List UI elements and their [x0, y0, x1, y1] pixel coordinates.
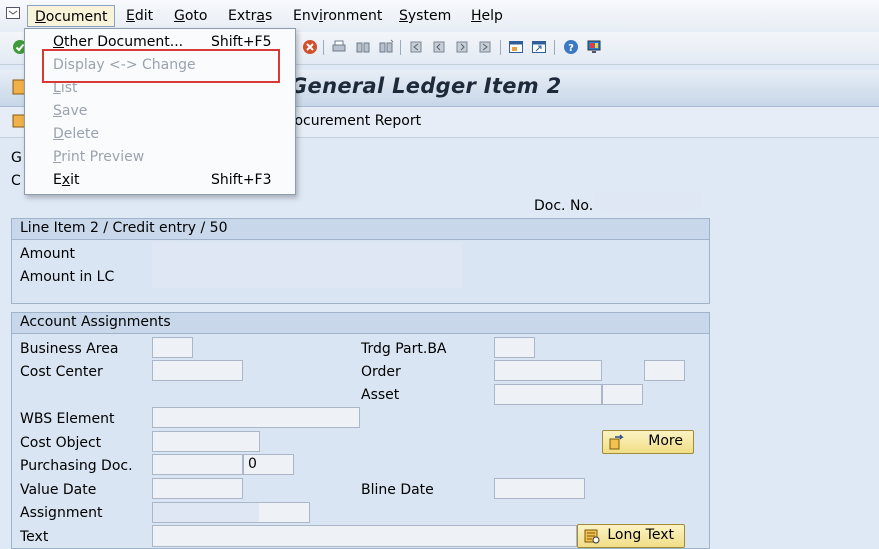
page-title: General Ledger Item 2 — [290, 74, 562, 98]
amount-field[interactable] — [152, 242, 462, 288]
menu-item-display-change[interactable]: Display <-> Change — [53, 57, 196, 73]
find-icon[interactable] — [355, 39, 371, 55]
help-icon[interactable]: ? — [563, 39, 579, 55]
menu-goto[interactable]: Goto — [174, 8, 208, 24]
more-icon — [609, 434, 624, 450]
menu-item-save[interactable]: Save — [53, 103, 88, 119]
menu-help[interactable]: Help — [471, 8, 503, 24]
menu-item-print-preview[interactable]: Print Preview — [53, 149, 145, 165]
order-field[interactable] — [494, 360, 602, 381]
shortcut-exit: Shift+F3 — [211, 172, 272, 188]
doc-no-field[interactable] — [594, 193, 702, 214]
menu-extras[interactable]: Extras — [228, 8, 273, 24]
previous-page-icon[interactable] — [431, 39, 447, 55]
amount-label: Amount — [20, 246, 76, 262]
menu-environment[interactable]: Environment — [293, 8, 383, 24]
value-date-label: Value Date — [20, 482, 97, 498]
menu-document[interactable]: Document — [27, 5, 115, 27]
header-label-g: G — [11, 150, 22, 166]
system-menu-icon[interactable] — [6, 7, 20, 19]
assignment-label: Assignment — [20, 505, 103, 521]
amount-lc-label: Amount in LC — [20, 269, 115, 285]
menu-item-delete[interactable]: Delete — [53, 126, 99, 142]
asset-subnumber-field[interactable] — [602, 384, 643, 405]
next-page-icon[interactable] — [454, 39, 470, 55]
asset-field[interactable] — [494, 384, 602, 405]
cost-object-label: Cost Object — [20, 435, 102, 451]
trdg-part-ba-field[interactable] — [494, 337, 535, 358]
account-assignments-title: Account Assignments — [20, 314, 171, 330]
cost-center-field[interactable] — [152, 360, 243, 381]
more-button[interactable]: More — [602, 430, 694, 454]
purchasing-doc-label: Purchasing Doc. — [20, 458, 133, 474]
account-assignments-group: Account Assignments Business Area Cost C… — [11, 312, 710, 549]
menu-bar: Document Edit Goto Extras Environment Sy… — [0, 0, 879, 33]
more-button-label: More — [648, 433, 683, 449]
header-label-c: C — [11, 173, 21, 189]
menu-system[interactable]: System — [399, 8, 452, 24]
business-area-label: Business Area — [20, 341, 119, 357]
purchasing-item-field[interactable]: 0 — [243, 454, 294, 475]
line-item-group: Line Item 2 / Credit entry / 50 Amount A… — [11, 218, 710, 304]
asset-label: Asset — [361, 387, 400, 403]
menu-item-other-document[interactable]: Other Document... — [53, 34, 184, 50]
menu-edit[interactable]: Edit — [126, 8, 154, 24]
order-extra-field[interactable] — [644, 360, 685, 381]
line-item-title: Line Item 2 / Credit entry / 50 — [20, 220, 228, 236]
doc-no-label: Doc. No. — [534, 198, 594, 214]
wbs-element-label: WBS Element — [20, 411, 115, 427]
value-date-field[interactable] — [152, 478, 243, 499]
svg-text:?: ? — [568, 43, 574, 54]
create-session-icon[interactable] — [508, 39, 524, 55]
print-icon[interactable] — [331, 39, 347, 55]
long-text-icon — [584, 529, 600, 544]
wbs-element-field[interactable] — [152, 407, 360, 428]
menu-item-exit[interactable]: Exit — [53, 172, 80, 188]
long-text-button[interactable]: Long Text — [577, 524, 685, 548]
shortcut-icon[interactable] — [531, 39, 547, 55]
bline-date-label: Bline Date — [361, 482, 434, 498]
menu-item-list[interactable]: List — [53, 80, 78, 96]
find-next-icon[interactable] — [378, 39, 394, 55]
first-page-icon[interactable] — [408, 39, 424, 55]
business-area-field[interactable] — [152, 337, 193, 358]
enter-check-icon[interactable] — [12, 39, 28, 55]
procurement-report-button[interactable]: rocurement Report — [289, 113, 422, 129]
last-page-icon[interactable] — [477, 39, 493, 55]
shortcut-other-document: Shift+F5 — [211, 34, 272, 50]
long-text-button-label: Long Text — [607, 527, 674, 543]
trdg-part-ba-label: Trdg Part.BA — [361, 341, 447, 357]
customize-layout-icon[interactable] — [586, 39, 602, 55]
order-label: Order — [361, 364, 401, 380]
cost-object-field[interactable] — [152, 431, 260, 452]
purchasing-doc-field[interactable] — [152, 454, 243, 475]
cancel-icon[interactable] — [302, 39, 318, 55]
text-field[interactable] — [152, 525, 577, 547]
document-menu-dropdown: Other Document... Shift+F5 Display <-> C… — [24, 28, 296, 195]
bline-date-field[interactable] — [494, 478, 585, 499]
cost-center-label: Cost Center — [20, 364, 103, 380]
text-label: Text — [20, 529, 49, 545]
